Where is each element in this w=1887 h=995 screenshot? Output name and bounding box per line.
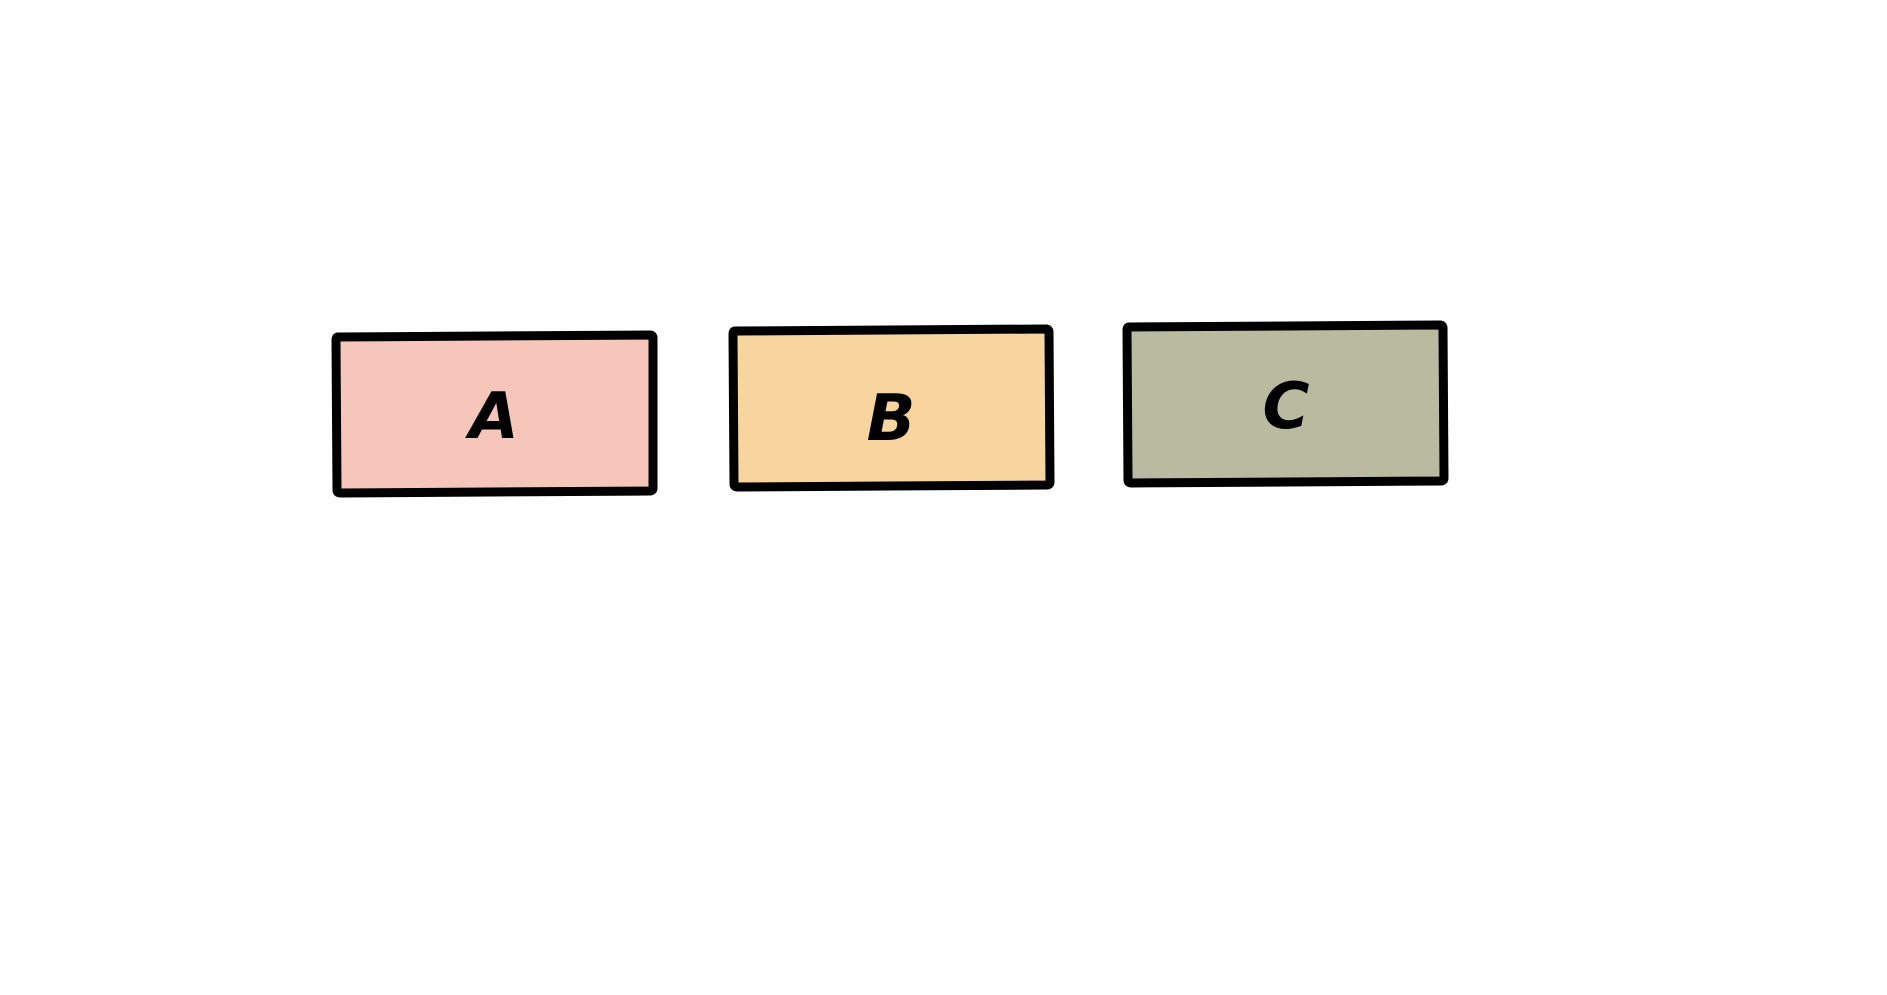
box-a[interactable]: A <box>331 330 658 498</box>
box-c-shape <box>1122 320 1449 488</box>
box-b-label: B <box>867 382 916 456</box>
box-a-shape <box>331 330 658 498</box>
box-c[interactable]: C <box>1122 320 1449 488</box>
box-b-shape <box>728 324 1055 492</box>
box-a-label: A <box>464 380 519 454</box>
box-b[interactable]: B <box>728 324 1055 492</box>
box-c-label: C <box>1263 370 1310 444</box>
